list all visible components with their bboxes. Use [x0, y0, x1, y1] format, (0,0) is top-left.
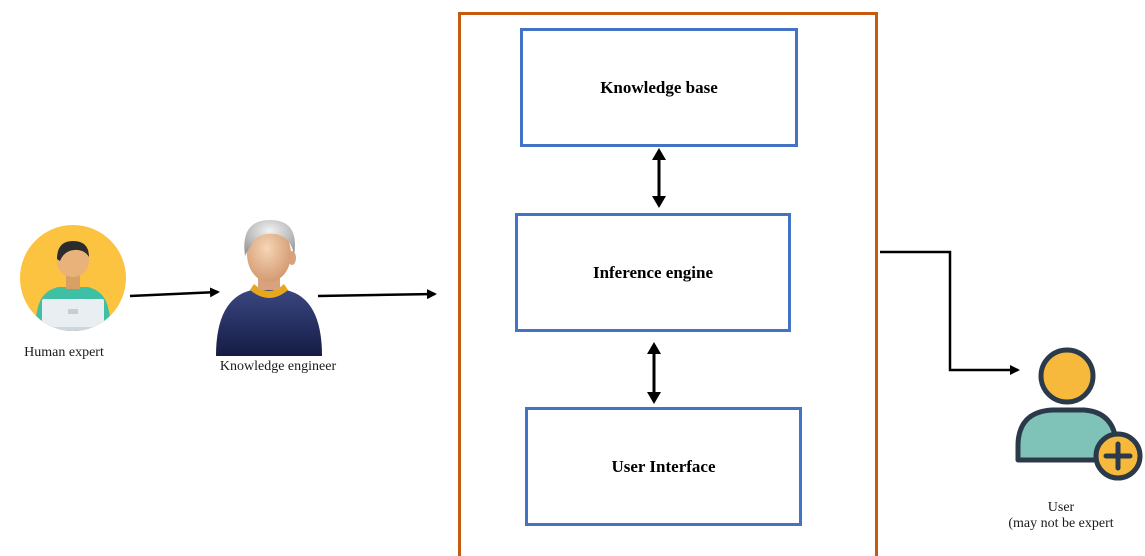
arrow-system-to-user	[880, 250, 1020, 375]
user-label-line1: User	[1047, 500, 1075, 515]
user-add-icon	[1015, 347, 1143, 481]
human-expert-label: Human expert	[24, 345, 104, 360]
engineer-avatar-icon	[216, 220, 322, 356]
arrow-ie-ui-bidirectional	[647, 342, 661, 404]
inference-engine-label: Inference engine	[592, 262, 714, 282]
user-interface-label: User Interface	[611, 456, 716, 476]
knowledge-base-label: Knowledge base	[600, 77, 718, 97]
arrow-kb-ie-bidirectional	[652, 148, 666, 208]
user-label-line2: (may not be expert	[1008, 516, 1114, 531]
user-label: User (may not be expert	[980, 500, 1142, 532]
expert-system-container	[458, 12, 878, 556]
person-laptop-icon	[20, 225, 126, 331]
arrow-expert-to-engineer	[129, 287, 220, 298]
user-interface-box: User Interface	[525, 407, 802, 526]
knowledge-engineer-label: Knowledge engineer	[219, 359, 337, 374]
arrow-engineer-to-system	[317, 289, 437, 300]
inference-engine-box: Inference engine	[515, 213, 791, 332]
knowledge-base-box: Knowledge base	[520, 28, 798, 147]
